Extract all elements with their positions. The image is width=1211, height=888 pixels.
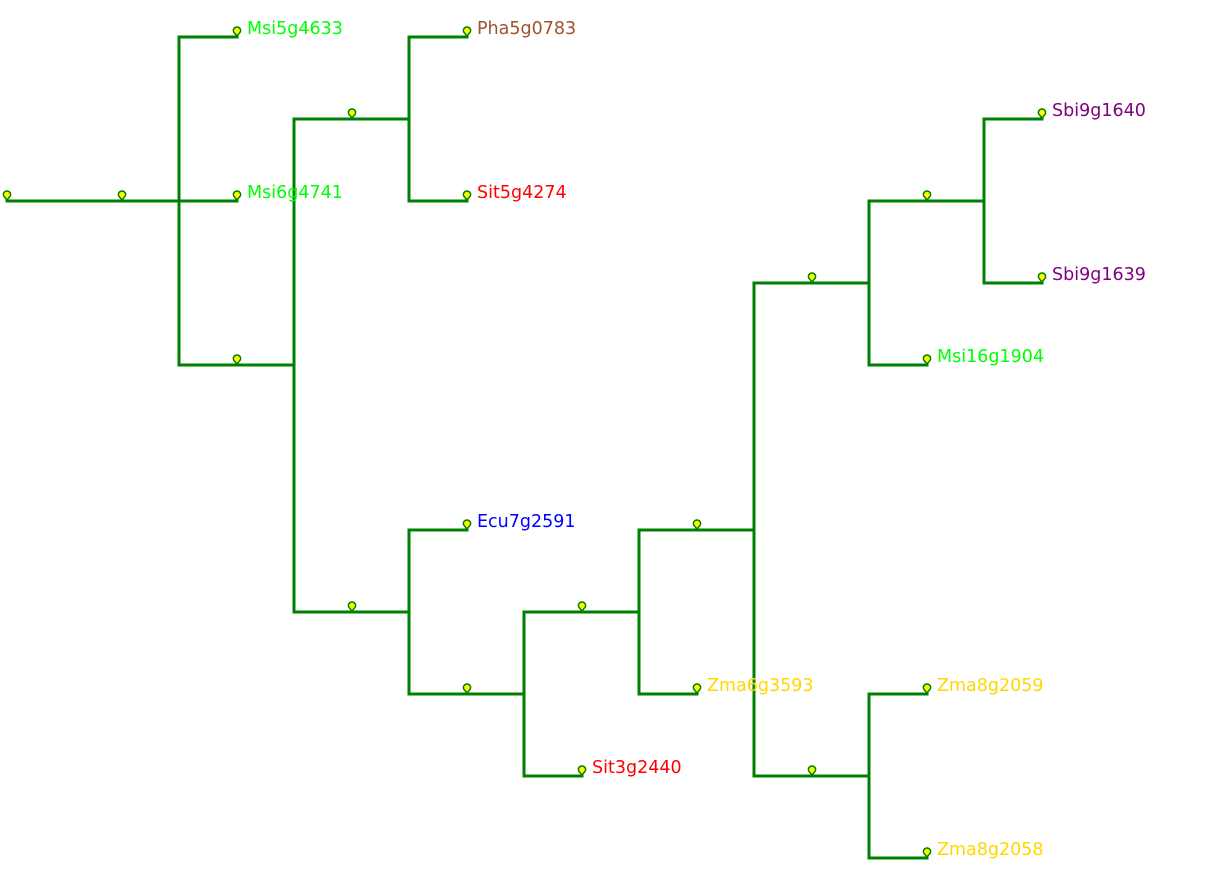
leaf-marker-icon[interactable] bbox=[232, 26, 242, 38]
leaf-marker-icon[interactable] bbox=[577, 765, 587, 777]
leaf-marker-icon[interactable] bbox=[462, 519, 472, 531]
leaf-label-sit5g4274[interactable]: Sit5g4274 bbox=[477, 183, 567, 203]
node-marker-icon[interactable] bbox=[232, 354, 242, 366]
leaf-label-ecu7g2591[interactable]: Ecu7g2591 bbox=[477, 512, 576, 532]
node-marker-icon[interactable] bbox=[347, 601, 357, 613]
leaf-label-pha5g0783[interactable]: Pha5g0783 bbox=[477, 19, 576, 39]
node-marker-icon[interactable] bbox=[462, 683, 472, 695]
leaf-label-zma8g2058[interactable]: Zma8g2058 bbox=[937, 840, 1044, 860]
leaf-label-zma8g2059[interactable]: Zma8g2059 bbox=[937, 676, 1044, 696]
leaf-label-msi5g4633[interactable]: Msi5g4633 bbox=[247, 19, 343, 39]
leaf-label-msi6g4741[interactable]: Msi6g4741 bbox=[247, 183, 343, 203]
node-marker-icon[interactable] bbox=[117, 190, 127, 202]
leaf-marker-icon[interactable] bbox=[462, 26, 472, 38]
leaf-label-sbi9g1639[interactable]: Sbi9g1639 bbox=[1052, 265, 1146, 285]
node-marker-icon[interactable] bbox=[807, 765, 817, 777]
leaf-marker-icon[interactable] bbox=[232, 190, 242, 202]
node-marker-icon[interactable] bbox=[807, 272, 817, 284]
leaf-marker-icon[interactable] bbox=[922, 354, 932, 366]
leaf-marker-icon[interactable] bbox=[1037, 108, 1047, 120]
leaf-label-sit3g2440[interactable]: Sit3g2440 bbox=[592, 758, 682, 778]
leaf-marker-icon[interactable] bbox=[1037, 272, 1047, 284]
leaf-label-msi16g1904[interactable]: Msi16g1904 bbox=[937, 347, 1044, 367]
leaf-marker-icon[interactable] bbox=[692, 683, 702, 695]
leaf-label-zma6g3593[interactable]: Zma6g3593 bbox=[707, 676, 814, 696]
leaf-marker-icon[interactable] bbox=[922, 847, 932, 859]
node-marker-icon[interactable] bbox=[347, 108, 357, 120]
node-marker-icon[interactable] bbox=[692, 519, 702, 531]
leaf-label-sbi9g1640[interactable]: Sbi9g1640 bbox=[1052, 101, 1146, 121]
node-marker-icon[interactable] bbox=[577, 601, 587, 613]
leaf-marker-icon[interactable] bbox=[462, 190, 472, 202]
node-marker-icon[interactable] bbox=[2, 190, 12, 202]
node-marker-icon[interactable] bbox=[922, 190, 932, 202]
leaf-marker-icon[interactable] bbox=[922, 683, 932, 695]
